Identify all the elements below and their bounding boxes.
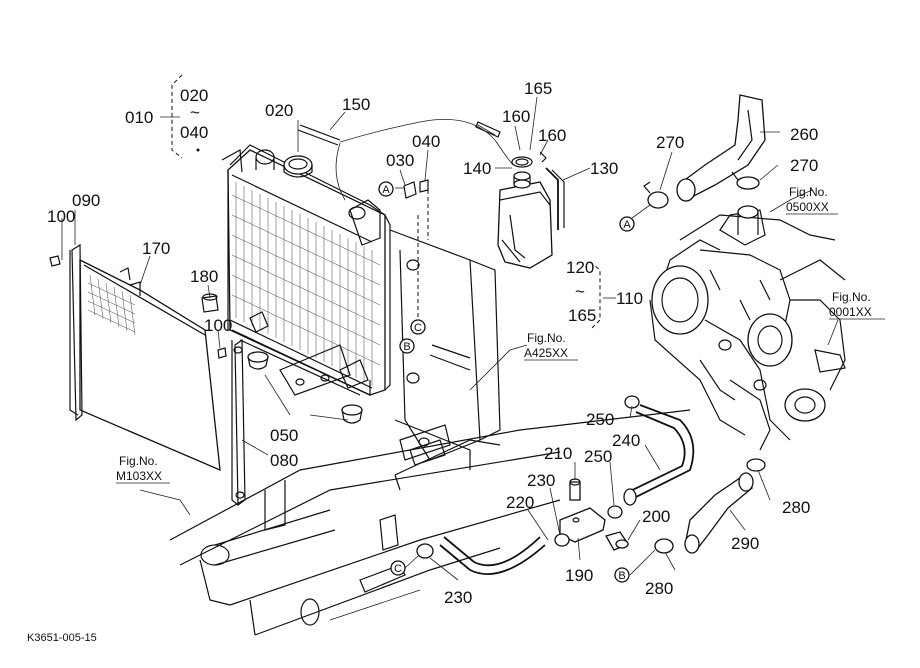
- figref-m103-line2: M103XX: [116, 469, 162, 483]
- callout-c-2-text: C: [394, 563, 402, 575]
- label-130: 130: [590, 159, 618, 178]
- label-040: 040: [412, 132, 440, 151]
- label-250-a: 250: [586, 410, 614, 429]
- label-240: 240: [612, 431, 640, 450]
- label-080: 080: [270, 451, 298, 470]
- joint-fitting: [559, 478, 629, 551]
- label-010-to: 040: [180, 123, 208, 142]
- label-280-b: 280: [645, 579, 673, 598]
- upper-hose: [676, 94, 766, 202]
- label-050: 050: [270, 426, 298, 445]
- figref-0001-line1: Fig.No.: [832, 290, 871, 304]
- chassis-frame: [169, 409, 691, 636]
- callout-b-1-text: B: [403, 341, 410, 353]
- overflow-hose: [297, 119, 514, 201]
- label-220: 220: [506, 493, 534, 512]
- figref-0500-line1: Fig.No.: [789, 185, 828, 199]
- label-110: 110: [616, 289, 643, 308]
- label-100-a: 100: [47, 207, 75, 226]
- figref-0500-line2: 0500XX: [786, 200, 829, 214]
- label-150: 150: [342, 95, 370, 114]
- label-010-tilde: ~: [190, 103, 200, 122]
- figref-m103-line1: Fig.No.: [119, 454, 158, 468]
- figref-a425-line1: Fig.No.: [527, 331, 566, 345]
- callout-c-1-text: C: [414, 322, 422, 334]
- label-270-a: 270: [656, 133, 684, 152]
- callout-b-2-text: B: [618, 570, 625, 582]
- label-190: 190: [565, 566, 593, 585]
- callout-a-2: [619, 216, 635, 232]
- label-165-b: 165: [568, 306, 596, 325]
- leader-lines: [61, 74, 839, 581]
- label-170: 170: [142, 239, 170, 258]
- lower-hoses: [439, 404, 754, 575]
- label-110-tilde: ~: [575, 282, 585, 301]
- engine-block: [649, 205, 846, 451]
- label-290: 290: [731, 534, 759, 553]
- figref-0001-line2: 0001XX: [829, 305, 872, 319]
- callout-a-1: [378, 181, 394, 197]
- radiator-shroud: [389, 190, 501, 470]
- callout-b-2: [614, 567, 630, 583]
- label-160-b: 160: [538, 126, 566, 145]
- label-165-top: 165: [524, 79, 552, 98]
- label-270-b: 270: [790, 156, 818, 175]
- drawing-code: K3651-005-15: [27, 632, 97, 644]
- figref-a425-line2: A425XX: [524, 346, 568, 360]
- side-screen: [69, 243, 221, 472]
- hose-clamps: [49, 171, 766, 559]
- label-160-a: 160: [502, 107, 530, 126]
- callout-b-1: [399, 338, 415, 354]
- part-labels: 010 020 ~ 040 150 165 160 160 140 130 02…: [47, 79, 818, 607]
- label-120: 120: [566, 258, 594, 277]
- label-010-from: 020: [180, 86, 208, 105]
- callout-a-1-text: A: [382, 184, 390, 196]
- label-020: 020: [265, 101, 293, 120]
- label-180: 180: [190, 267, 218, 286]
- callout-letters: A A C B C B: [378, 181, 635, 583]
- figure-references: Fig.No. 0500XX Fig.No. 0001XX Fig.No. A4…: [116, 185, 885, 484]
- label-090: 090: [72, 191, 100, 210]
- label-250-b: 250: [584, 447, 612, 466]
- label-230-a: 230: [527, 471, 555, 490]
- label-100-b: 100: [204, 316, 232, 335]
- dot-marker: [196, 148, 200, 152]
- label-140: 140: [463, 159, 491, 178]
- radiator-core-fins: [231, 182, 381, 386]
- label-030: 030: [386, 151, 414, 170]
- label-260: 260: [790, 125, 818, 144]
- radiator: [221, 144, 391, 396]
- label-010: 010: [125, 108, 153, 127]
- label-200: 200: [642, 507, 670, 526]
- label-280-a: 280: [782, 498, 810, 517]
- label-210: 210: [544, 444, 572, 463]
- stay-bar: [231, 338, 246, 507]
- reserve-tank: [497, 151, 565, 269]
- callout-c-1: [410, 319, 426, 335]
- callout-a-2-text: A: [623, 219, 631, 231]
- label-230-b: 230: [444, 588, 472, 607]
- side-screen-mesh: [87, 274, 136, 336]
- mount-cushions: [247, 344, 363, 424]
